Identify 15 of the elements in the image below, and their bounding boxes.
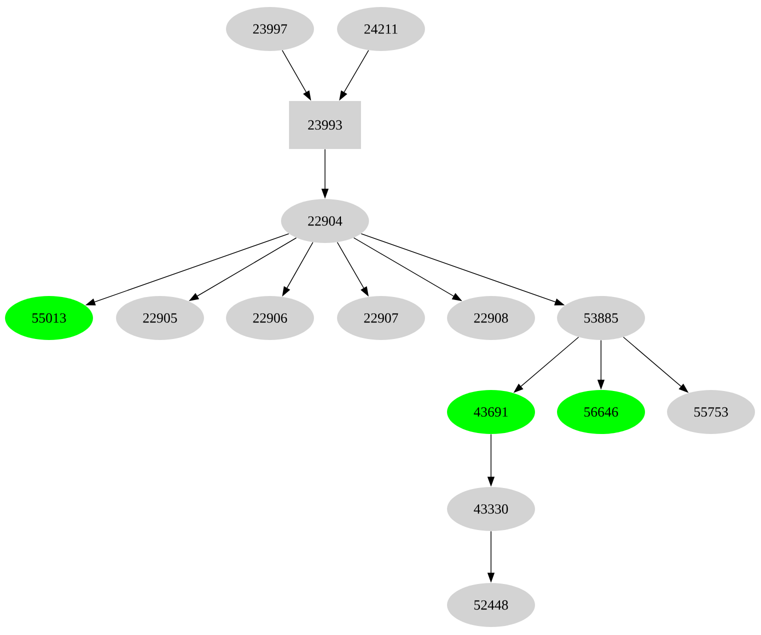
ellipse-node: 22908 — [447, 296, 535, 340]
ellipse-node: 24211 — [337, 7, 425, 51]
ellipse-node: 53885 — [557, 296, 645, 340]
process-box: 23993 — [289, 101, 361, 149]
ellipse-node: 55013 — [5, 296, 93, 340]
ellipse-node: 23997 — [226, 7, 314, 51]
ellipse-node: 43691 — [447, 390, 535, 434]
ellipse-node: 56646 — [557, 390, 645, 434]
ellipse-node: 22907 — [337, 296, 425, 340]
ellipse-node: 22906 — [226, 296, 314, 340]
ellipse-node: 43330 — [447, 487, 535, 531]
ellipse-node: 22905 — [116, 296, 204, 340]
ellipse-node: 55753 — [667, 390, 755, 434]
ellipse-node: 52448 — [447, 583, 535, 627]
ellipse-node: 22904 — [281, 199, 369, 243]
